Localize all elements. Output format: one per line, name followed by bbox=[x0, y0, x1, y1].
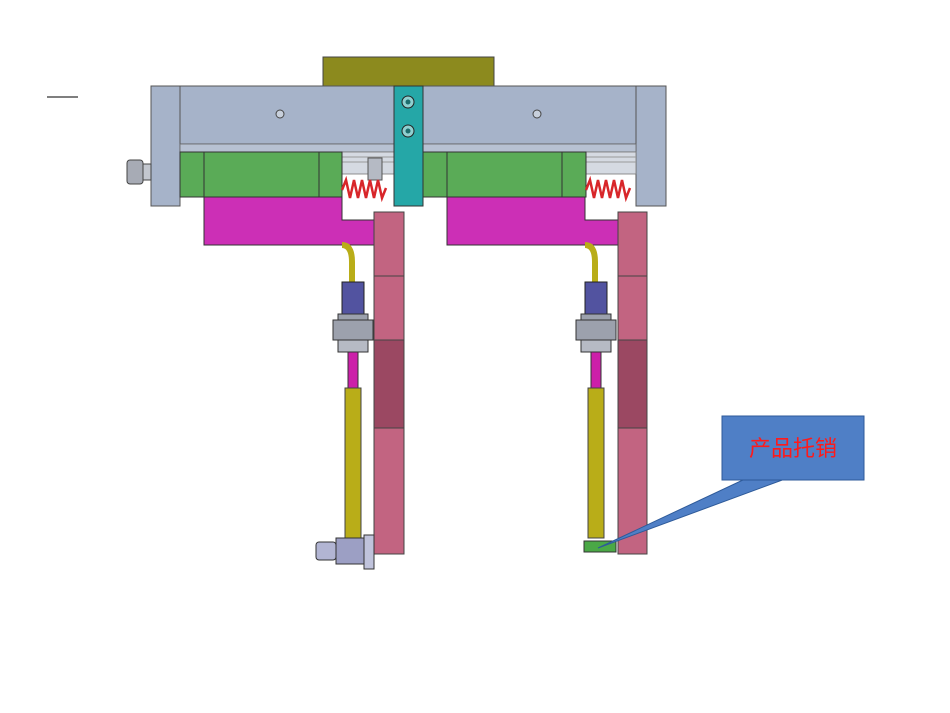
bottom-pin-left bbox=[315, 534, 375, 570]
callout-box bbox=[721, 415, 865, 481]
spring-right bbox=[584, 175, 632, 203]
product-support-pin bbox=[583, 540, 617, 553]
rod-assembly-left bbox=[332, 281, 374, 539]
slider-left bbox=[179, 151, 343, 198]
column-left bbox=[373, 211, 405, 555]
end-cap-bolt bbox=[126, 159, 152, 185]
center-plate bbox=[393, 85, 424, 207]
hose-left bbox=[341, 242, 355, 286]
slider-right bbox=[422, 151, 587, 198]
arm-right bbox=[446, 196, 625, 246]
top-block bbox=[322, 56, 495, 88]
spring-left bbox=[340, 175, 388, 203]
rod-assembly-right bbox=[575, 281, 617, 539]
arm-left bbox=[203, 196, 382, 246]
column-right bbox=[617, 211, 648, 555]
callout-label: 产品托销 bbox=[749, 437, 837, 462]
hose-right bbox=[584, 242, 598, 286]
callout: 产品托销 bbox=[597, 415, 865, 549]
